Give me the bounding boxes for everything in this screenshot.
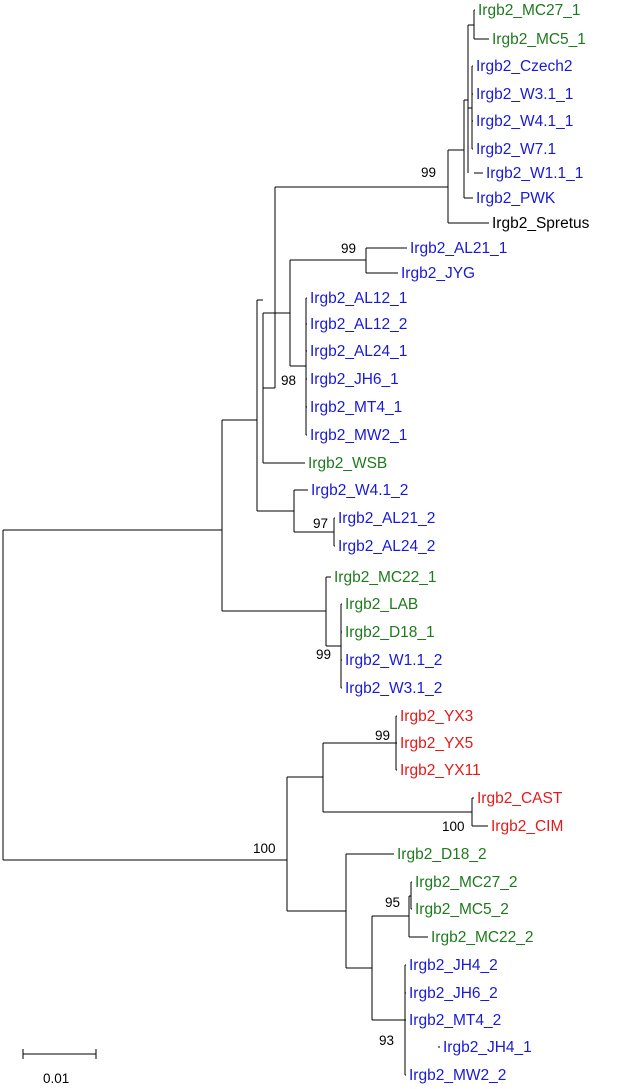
- leaf-label-w41_1: Irgb2_W4.1_1: [476, 113, 573, 130]
- leaf-label-al24_1: Irgb2_AL24_1: [310, 343, 407, 360]
- leaf-label-yx3: Irgb2_YX3: [400, 708, 473, 725]
- leaf-label-jh4_1: Irgb2_JH4_1: [443, 1039, 532, 1056]
- leaf-label-mt4_1: Irgb2_MT4_1: [310, 399, 402, 416]
- leaf-label-pwk: Irgb2_PWK: [476, 190, 556, 207]
- leaf-label-w71: Irgb2_W7.1: [476, 141, 556, 158]
- leaf-label-jh6_2: Irgb2_JH6_2: [409, 985, 498, 1002]
- leaf-label-mt4_2: Irgb2_MT4_2: [409, 1012, 501, 1029]
- leaf-label-mc27_2: Irgb2_MC27_2: [415, 874, 518, 891]
- leaf-label-spretus: Irgb2_Spretus: [492, 215, 590, 232]
- bootstrap-bs_al21_2_al24_2: 97: [313, 516, 328, 531]
- bootstrap-bs_al_group: 98: [281, 373, 296, 388]
- scale-bar-label: 0.01: [43, 1071, 69, 1086]
- tree-branches: [2, 9, 489, 1076]
- leaf-label-al21_2: Irgb2_AL21_2: [338, 510, 435, 527]
- leaf-label-al12_2: Irgb2_AL12_2: [310, 316, 407, 333]
- leaf-label-mc22_1: Irgb2_MC22_1: [334, 569, 437, 586]
- leaf-label-w41_2: Irgb2_W4.1_2: [311, 482, 408, 499]
- bootstrap-values: 99 99 98 97 99 99 100 100 95 93: [253, 165, 465, 1048]
- leaf-label-w11_2: Irgb2_W1.1_2: [345, 652, 442, 669]
- leaf-label-cim: Irgb2_CIM: [491, 818, 563, 835]
- leaf-label-cast: Irgb2_CAST: [477, 790, 563, 807]
- scale-bar: 0.01: [22, 1049, 97, 1086]
- leaf-label-mc5_2: Irgb2_MC5_2: [415, 901, 509, 918]
- leaf-label-wsb: Irgb2_WSB: [308, 455, 387, 472]
- leaf-label-al24_2: Irgb2_AL24_2: [338, 538, 435, 555]
- leaf-label-jh6_1: Irgb2_JH6_1: [310, 371, 399, 388]
- leaf-label-jyg: Irgb2_JYG: [401, 265, 475, 282]
- leaf-label-czech2: Irgb2_Czech2: [476, 58, 573, 75]
- leaf-label-mw2_2: Irgb2_MW2_2: [409, 1067, 506, 1084]
- leaf-label-d18_2: Irgb2_D18_2: [397, 846, 487, 863]
- bootstrap-bs_cast_cim: 100: [442, 819, 465, 834]
- leaf-label-jh4_2: Irgb2_JH4_2: [409, 957, 498, 974]
- leaf-label-al12_1: Irgb2_AL12_1: [310, 290, 407, 307]
- leaf-label-mc27_1: Irgb2_MC27_1: [478, 2, 581, 19]
- leaf-label-mc22_2: Irgb2_MC22_2: [431, 929, 534, 946]
- leaf-label-yx5: Irgb2_YX5: [400, 735, 473, 752]
- leaf-label-w11_1: Irgb2_W1.1_1: [486, 165, 583, 182]
- bootstrap-bs_cast_clade: 100: [253, 841, 276, 856]
- tree-leaf-labels: Irgb2_MC27_1Irgb2_MC5_1Irgb2_Czech2Irgb2…: [308, 2, 590, 1084]
- bootstrap-bs_mc_group: 95: [385, 895, 400, 910]
- leaf-label-yx11: Irgb2_YX11: [400, 762, 481, 779]
- leaf-label-mc5_1: Irgb2_MC5_1: [492, 31, 586, 48]
- bootstrap-bs_musculus_core: 99: [421, 165, 436, 180]
- leaf-label-al21_1: Irgb2_AL21_1: [410, 240, 507, 257]
- leaf-label-w31_1: Irgb2_W3.1_1: [476, 86, 573, 103]
- bootstrap-bs_mc22_group: 99: [316, 647, 331, 662]
- bootstrap-bs_jh_group: 93: [379, 1033, 394, 1048]
- bootstrap-bs_al21_jyg: 99: [341, 241, 356, 256]
- leaf-label-d18_1: Irgb2_D18_1: [345, 624, 435, 641]
- bootstrap-bs_yx_group: 99: [375, 728, 390, 743]
- leaf-label-lab: Irgb2_LAB: [345, 596, 418, 613]
- leaf-label-mw2_1: Irgb2_MW2_1: [310, 427, 407, 444]
- leaf-label-w31_2: Irgb2_W3.1_2: [345, 680, 442, 697]
